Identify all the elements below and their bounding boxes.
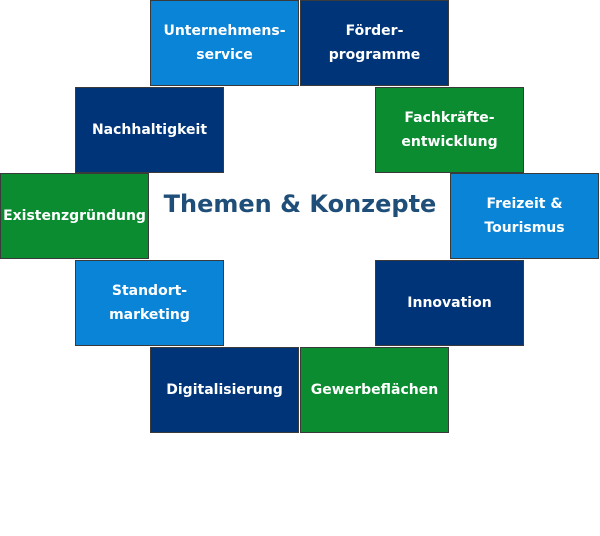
topic-gewerbeflaechen[interactable]: Gewerbeflächen xyxy=(300,347,449,433)
topic-foerderprogramme[interactable]: Förder- programme xyxy=(300,0,449,86)
topic-existenzgruendung[interactable]: Existenzgründung xyxy=(0,173,149,259)
topic-fachkraefteentwicklung[interactable]: Fachkräfte- entwicklung xyxy=(375,87,524,173)
topic-freizeit-tourismus[interactable]: Freizeit & Tourismus xyxy=(450,173,599,259)
topic-innovation[interactable]: Innovation xyxy=(375,260,524,346)
diagram-title: Themen & Konzepte xyxy=(163,190,437,218)
topic-digitalisierung[interactable]: Digitalisierung xyxy=(150,347,299,433)
topic-nachhaltigkeit[interactable]: Nachhaltigkeit xyxy=(75,87,224,173)
topic-standortmarketing[interactable]: Standort- marketing xyxy=(75,260,224,346)
topic-unternehmensservice[interactable]: Unternehmens- service xyxy=(150,0,299,86)
